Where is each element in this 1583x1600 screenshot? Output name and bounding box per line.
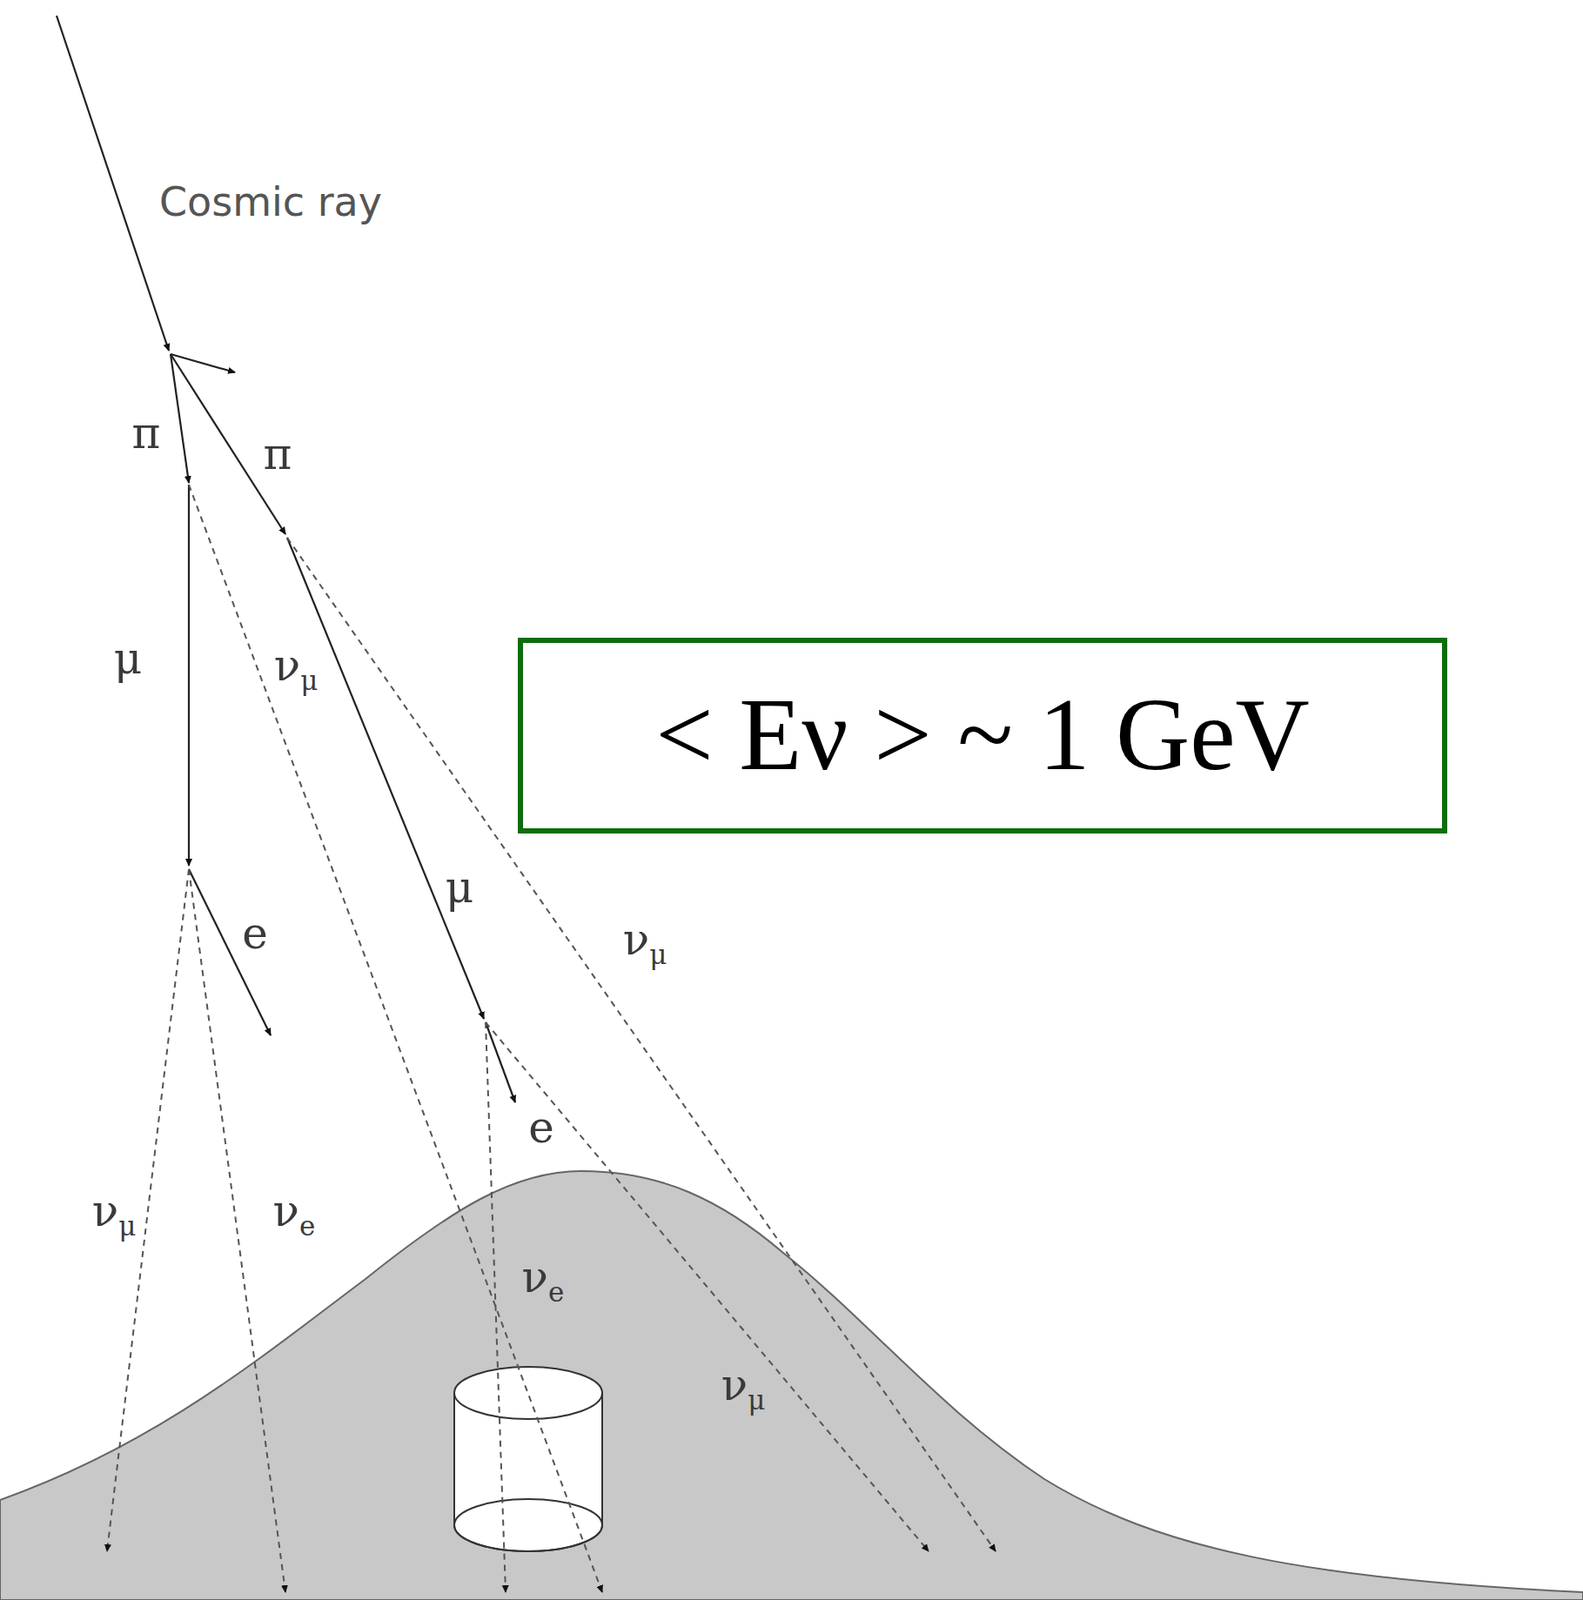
- particle-label: νμ: [92, 1189, 137, 1234]
- particle-label: νe: [522, 1255, 565, 1300]
- particle-label: νμ: [721, 1363, 766, 1408]
- particle-label: νμ: [274, 643, 319, 688]
- particle-label: μ: [445, 865, 475, 910]
- particle-label: e: [528, 1106, 555, 1150]
- particle-label: π: [263, 432, 293, 477]
- particle-label: e: [241, 912, 269, 956]
- particle-label: π: [132, 411, 161, 456]
- particle-tracks: [56, 15, 516, 1103]
- energy-box: < Eν > ~ 1 GeV: [517, 637, 1448, 834]
- detector-cylinder: [454, 1367, 603, 1552]
- mountain: [0, 1171, 1583, 1600]
- particle-label: νe: [273, 1189, 316, 1234]
- source-label: Cosmic ray: [159, 181, 383, 222]
- particle-label: νμ: [623, 918, 668, 962]
- energy-text: < Eν > ~ 1 GeV: [655, 678, 1310, 792]
- particle-label: μ: [114, 637, 143, 681]
